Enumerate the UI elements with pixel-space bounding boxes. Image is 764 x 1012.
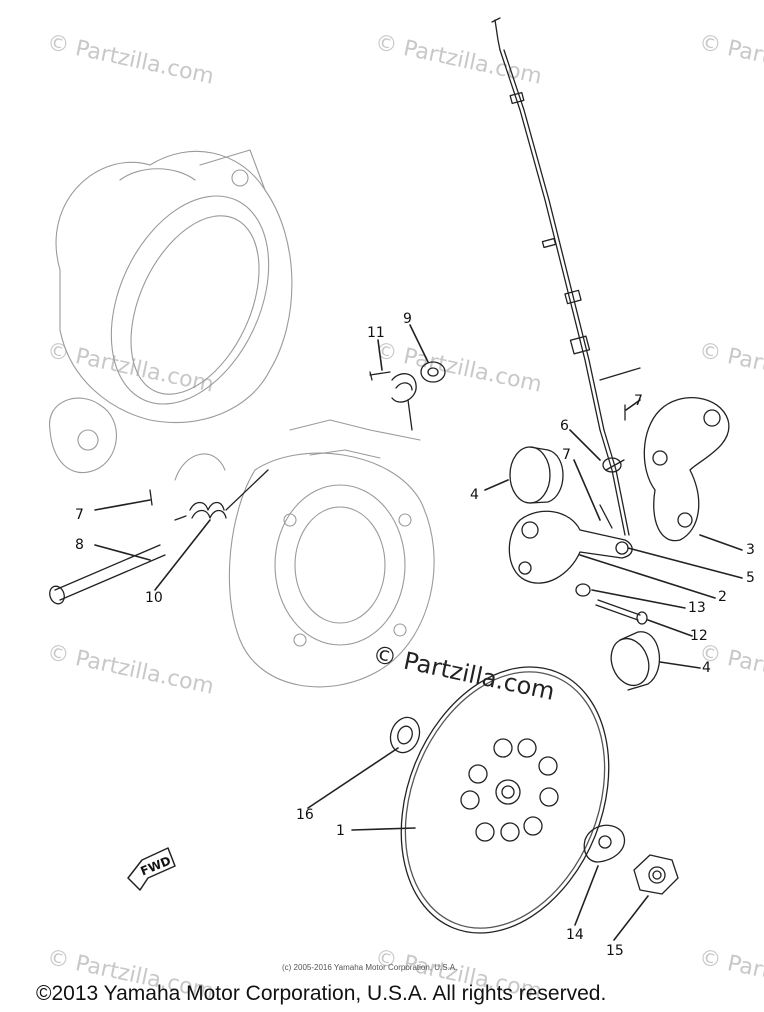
callout-4-upper: 4: [470, 487, 479, 503]
control-rod: [491, 17, 630, 536]
callout-10: 10: [145, 590, 163, 606]
part-4-roller-upper: [509, 446, 564, 504]
callout-14: 14: [566, 927, 584, 943]
part-8-pin: [49, 544, 166, 605]
callout-12: 12: [690, 628, 708, 644]
callout-1: 1: [336, 823, 345, 839]
part-4-roller-lower: [610, 631, 661, 691]
callout-6: 6: [560, 418, 569, 434]
part-3-arm: [599, 367, 730, 542]
callout-15: 15: [606, 943, 624, 959]
part-10-spring: [174, 469, 269, 521]
callout-5: 5: [746, 570, 755, 586]
part-12-bolt: [595, 599, 648, 625]
part-14-washer: [583, 824, 626, 863]
callout-4-lower: 4: [702, 660, 711, 676]
part-9-washer: [420, 361, 446, 383]
callout-16: 16: [296, 807, 314, 823]
callout-13: 13: [688, 600, 706, 616]
small-credit-line: (c) 2005-2016 Yamaha Motor Corporation, …: [282, 963, 458, 972]
callout-8: 8: [75, 537, 84, 553]
part-13-nut: [575, 583, 591, 597]
part-11-spring: [369, 371, 417, 431]
part-15-nut: [633, 854, 679, 895]
part-2-lever: [508, 504, 633, 584]
callout-2: 2: [718, 589, 727, 605]
engine-housing: [49, 149, 435, 688]
fwd-arrow-icon: [127, 847, 176, 891]
callout-11: 11: [367, 325, 385, 341]
part-6-collar: [602, 457, 625, 473]
callout-7-mid: 7: [562, 447, 571, 463]
leader-lines: [94, 324, 743, 941]
copyright-notice: ©2013 Yamaha Motor Corporation, U.S.A. A…: [36, 982, 607, 1005]
callout-3: 3: [746, 542, 755, 558]
part-7-clip-left: [149, 489, 153, 506]
callout-9: 9: [403, 311, 412, 327]
callout-7-left: 7: [75, 507, 84, 523]
part-1-disc: [400, 666, 610, 934]
callout-7-top: 7: [634, 393, 643, 409]
part-16-washer: [389, 716, 421, 754]
